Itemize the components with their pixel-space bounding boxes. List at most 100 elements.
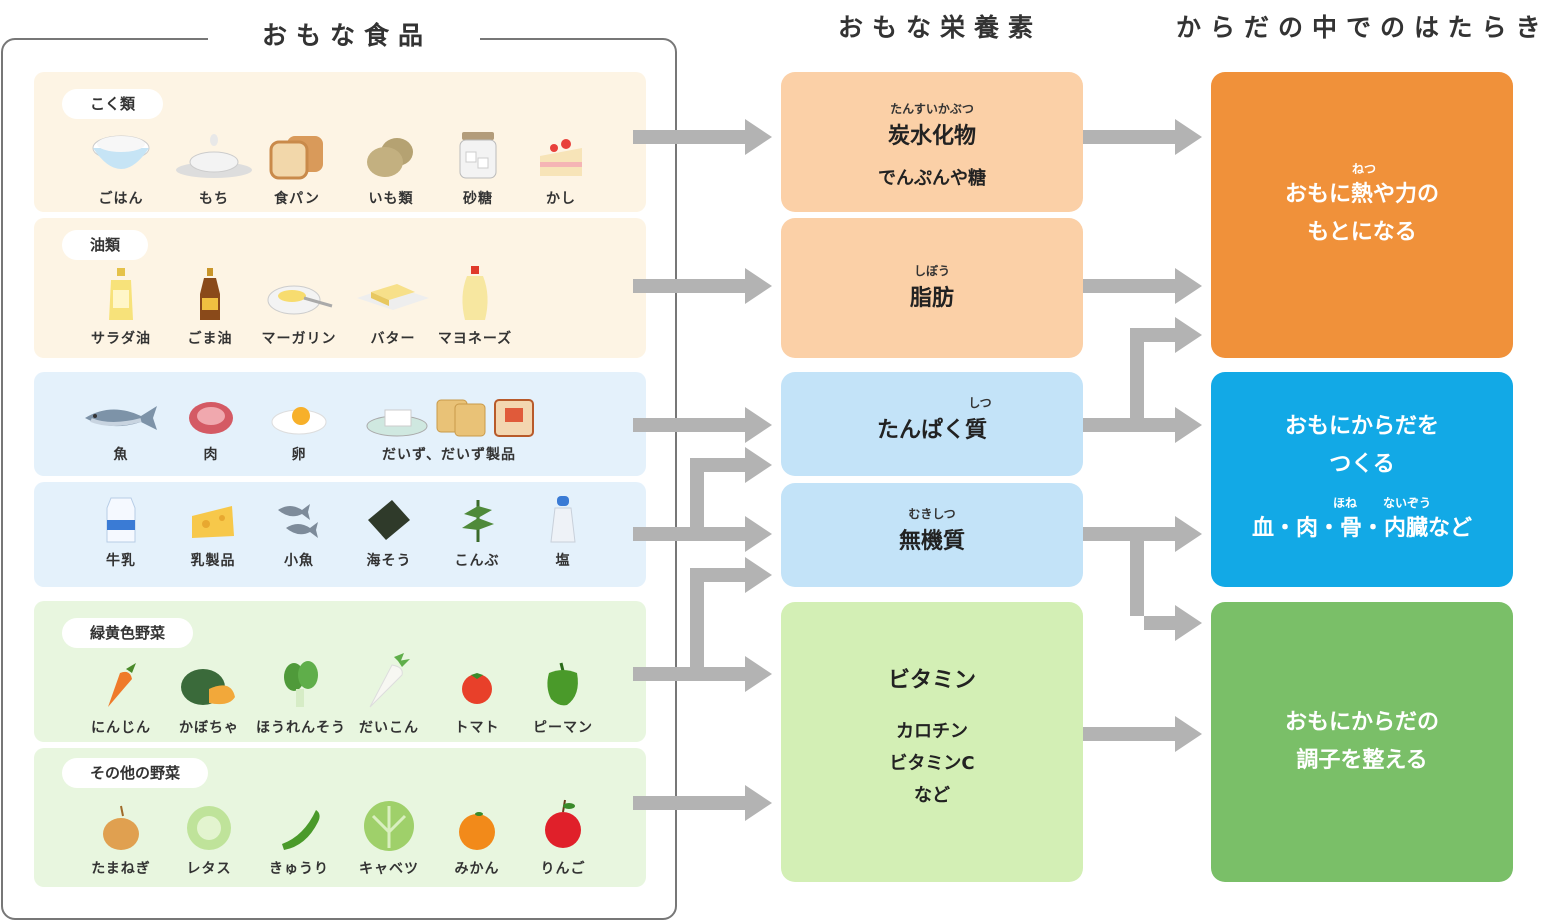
fat-ruby: しぼう xyxy=(913,264,950,278)
food-egg: 卵 xyxy=(244,398,354,464)
food-label: 肉 xyxy=(203,447,219,463)
vitamin-sub2: ビタミンC xyxy=(889,753,975,774)
food-label: 卵 xyxy=(291,447,307,463)
body-ruby-organs: ないぞう xyxy=(1383,496,1432,510)
arrow-mineral-condition xyxy=(1130,527,1202,641)
arrow-grains-carb xyxy=(633,119,772,155)
food-small-fish: 小魚 xyxy=(244,496,354,570)
rice-icon xyxy=(92,135,150,169)
food-label: りんご xyxy=(540,861,586,877)
other-veg-label: その他の野菜 xyxy=(62,758,209,788)
grains-panel: こく類 ごはん もち 食パン いも類 砂糖 かし xyxy=(34,72,646,212)
food-label: たまねぎ xyxy=(91,861,151,877)
fat-name: 脂肪 xyxy=(909,286,954,311)
body-line1: おもにからだを xyxy=(1284,414,1439,439)
arrow-mineral-body xyxy=(1073,516,1202,552)
seaweed-icon xyxy=(368,500,410,540)
food-label: 乳製品 xyxy=(190,553,236,569)
arrow-protein-body xyxy=(1073,407,1202,443)
arrow-oils-fat xyxy=(633,268,772,304)
nutrient-vitamin: ビタミン カロチン ビタミンC など xyxy=(781,602,1083,882)
protein-ruby: しつ xyxy=(968,396,992,410)
food-spinach: ほうれんそう xyxy=(246,659,356,737)
salad-oil-bottle-icon xyxy=(109,268,133,320)
food-label: トマト xyxy=(454,720,500,736)
mineral-name: 無機質 xyxy=(898,529,965,554)
function-energy: ねつ おもに熱や力の もとになる xyxy=(1211,72,1513,358)
carb-name: 炭水化物 xyxy=(887,124,976,149)
egg-icon xyxy=(271,407,327,435)
food-label: 塩 xyxy=(555,553,571,569)
food-label: マーガリン xyxy=(261,331,337,347)
food-onion: たまねぎ xyxy=(66,804,176,878)
body-ruby-row: ほね ないぞう xyxy=(1211,496,1513,510)
food-label: かぼちゃ xyxy=(179,720,239,736)
mandarin-icon xyxy=(459,812,495,850)
food-sesame-oil: ごま油 xyxy=(155,266,265,348)
cabbage-icon xyxy=(364,801,414,851)
sugar-jar-icon xyxy=(459,132,497,179)
tomato-icon xyxy=(462,673,492,704)
body-line3: 血・肉・骨・内臓など xyxy=(1251,516,1472,541)
food-label: ピーマン xyxy=(533,720,593,736)
minerals-panel: 牛乳 乳製品 小魚 海そう こんぶ 塩 xyxy=(34,482,646,587)
food-pumpkin: かぼちゃ xyxy=(154,659,264,737)
mayonnaise-bottle-icon xyxy=(462,266,488,320)
food-label: こんぶ xyxy=(454,553,500,569)
mochi-icon xyxy=(176,134,252,178)
food-seaweed: 海そう xyxy=(334,496,444,570)
bread-icon xyxy=(269,136,323,180)
food-mochi: もち xyxy=(159,130,269,208)
food-label: もち xyxy=(199,191,229,207)
food-label: みかん xyxy=(454,861,500,877)
food-potato: いも類 xyxy=(336,130,446,208)
margarine-icon xyxy=(267,285,333,315)
milk-carton-icon xyxy=(106,497,136,543)
small-fish-icon xyxy=(278,504,318,538)
nutrient-protein: しつ たんぱく質 xyxy=(781,372,1083,476)
arrow-vitamin-condition xyxy=(1073,716,1202,752)
food-meat: 肉 xyxy=(156,398,266,464)
food-label: 魚 xyxy=(113,447,129,463)
arrow-otherveg-vitamin xyxy=(633,785,772,821)
food-label: にんじん xyxy=(91,720,151,736)
cake-icon xyxy=(540,139,582,176)
food-label: 小魚 xyxy=(284,553,314,569)
green-pepper-icon xyxy=(547,662,578,706)
kelp-icon xyxy=(462,500,494,542)
food-label: バター xyxy=(370,331,416,347)
arrow-gyv-mineral xyxy=(690,557,772,667)
grains-label: こく類 xyxy=(62,89,164,119)
potato-icon xyxy=(367,138,413,177)
function-body-building: おもにからだを つくる ほね ないぞう 血・肉・骨・内臓など xyxy=(1211,372,1513,587)
food-label: 砂糖 xyxy=(463,191,493,207)
lettuce-icon xyxy=(187,806,231,850)
food-label: 食パン xyxy=(274,191,320,207)
body-ruby-bone: ほね xyxy=(1333,496,1358,510)
food-mandarin: みかん xyxy=(422,804,532,878)
food-salt: 塩 xyxy=(508,496,618,570)
oils-panel: 油類 サラダ油 ごま油 マーガリン バター マヨネーズ xyxy=(34,218,646,358)
food-label: 海そう xyxy=(366,553,412,569)
arrow-protein-energy xyxy=(1130,317,1202,418)
other-veg-panel: その他の野菜 たまねぎ レタス きゅうり キャベツ みかん りんご xyxy=(34,748,646,887)
food-bread: 食パン xyxy=(242,130,352,208)
nutrient-carbohydrate: たんすいかぶつ 炭水化物 でんぷんや糖 xyxy=(781,72,1083,212)
vitamin-sub1: カロチン xyxy=(896,721,968,742)
food-label: レタス xyxy=(186,861,232,877)
carb-sub: でんぷんや糖 xyxy=(878,168,986,189)
food-margarine: マーガリン xyxy=(244,266,354,348)
meat-icon xyxy=(189,402,233,434)
food-label: かし xyxy=(546,191,576,207)
food-label: ごはん xyxy=(98,191,144,207)
arrow-carb-energy xyxy=(1073,119,1202,155)
food-label: ほうれんそう xyxy=(256,720,346,736)
protein-name: たんぱく質 xyxy=(876,418,987,443)
food-mayonnaise: マヨネーズ xyxy=(420,266,530,348)
food-label: キャベツ xyxy=(359,861,419,877)
food-daikon: だいこん xyxy=(334,653,444,737)
cheese-icon xyxy=(192,506,234,538)
condition-line1: おもにからだの xyxy=(1284,710,1439,735)
arrow-proteins-protein xyxy=(633,407,772,443)
